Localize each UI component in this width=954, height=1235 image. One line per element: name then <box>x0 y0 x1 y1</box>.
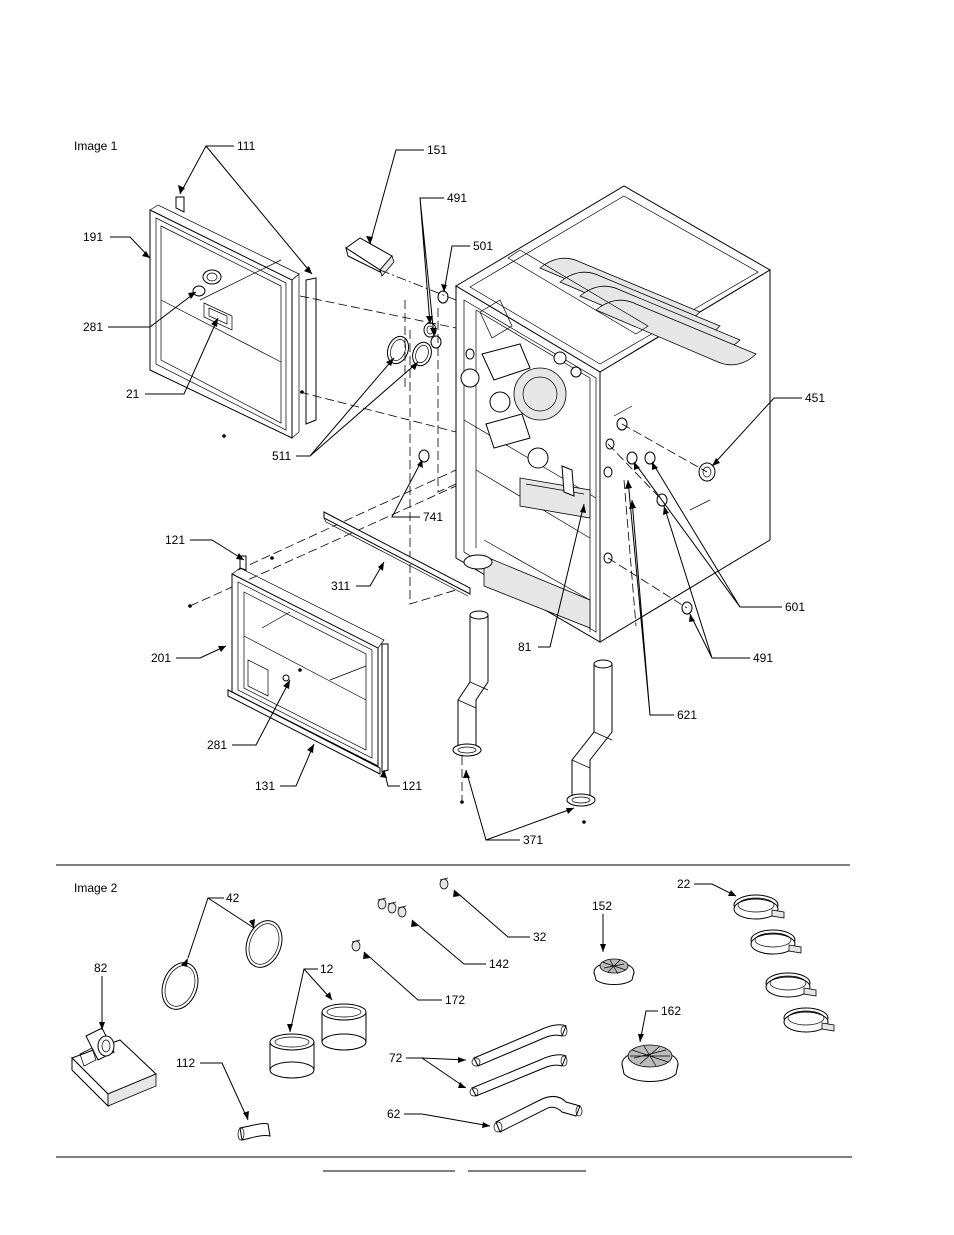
callout-label-112: 112 <box>176 1056 195 1070</box>
callout-label-162: 162 <box>661 1004 681 1018</box>
callout-81: 81 <box>518 503 585 654</box>
callout-label-142: 142 <box>489 957 509 971</box>
callout-491-lower: 491 <box>663 505 773 665</box>
callout-label-62: 62 <box>387 1107 401 1121</box>
callout-label-281-upper: 281 <box>83 320 103 334</box>
part-62-tube <box>493 1095 583 1133</box>
gasket-rings-511 <box>386 335 432 367</box>
callout-label-311: 311 <box>331 579 350 593</box>
leader-arrowheads <box>99 185 736 1128</box>
callout-label-131: 131 <box>255 779 275 793</box>
callout-32: 32 <box>453 889 547 944</box>
callout-label-21: 21 <box>126 387 140 401</box>
callout-281-upper: 281 <box>83 291 197 334</box>
callout-label-72: 72 <box>389 1051 403 1065</box>
callout-501: 501 <box>443 239 493 293</box>
vent-pipe-right <box>566 659 613 824</box>
callout-21: 21 <box>126 317 219 401</box>
callout-label-511: 511 <box>272 449 291 463</box>
callout-22: 22 <box>677 877 737 897</box>
callout-131: 131 <box>255 743 315 793</box>
callout-371: 371 <box>465 769 575 847</box>
part-22-clamps <box>733 894 835 1033</box>
callout-621: 621 <box>627 479 697 722</box>
callout-label-621: 621 <box>677 708 697 722</box>
callout-42: 42 <box>187 891 255 959</box>
callout-451: 451 <box>711 391 825 467</box>
callout-511: 511 <box>272 357 419 463</box>
callout-label-121-upper: 121 <box>165 533 185 547</box>
callout-label-151: 151 <box>427 143 447 157</box>
callout-label-42: 42 <box>226 891 240 905</box>
part-12-couplings <box>269 1003 367 1079</box>
callout-label-191: 191 <box>83 230 103 244</box>
section-title-image-1: Image 1 <box>74 139 118 153</box>
callout-label-491-top: 491 <box>447 191 467 205</box>
callout-191: 191 <box>83 230 151 259</box>
callout-label-601: 601 <box>785 600 805 614</box>
callout-72: 72 <box>389 1051 467 1089</box>
callout-82: 82 <box>94 961 108 1030</box>
callout-label-22: 22 <box>677 877 691 891</box>
callout-201: 201 <box>151 645 227 665</box>
callout-142: 142 <box>411 919 509 971</box>
part-82 <box>71 1027 157 1108</box>
callout-281-lower: 281 <box>207 679 291 752</box>
upper-door <box>149 196 317 439</box>
part-152-screen <box>593 958 635 985</box>
callout-121-lower: 121 <box>383 769 422 793</box>
part-72-tubes <box>469 1024 568 1097</box>
callout-label-501: 501 <box>473 239 493 253</box>
callout-491-top: 491 <box>419 191 467 337</box>
part-162-screen <box>621 1044 679 1082</box>
furnace-cabinet <box>455 185 771 643</box>
callout-151: 151 <box>369 143 447 245</box>
vent-pipe-left <box>452 610 489 804</box>
callout-label-201: 201 <box>151 651 171 665</box>
callout-label-111: 111 <box>237 139 256 153</box>
callout-172: 172 <box>363 951 465 1007</box>
callout-label-121-lower: 121 <box>402 779 422 793</box>
callout-label-172: 172 <box>445 993 465 1007</box>
callout-label-451: 451 <box>805 391 825 405</box>
callout-112: 112 <box>176 1056 249 1121</box>
right-side-grommets <box>607 423 716 627</box>
callout-62: 62 <box>387 1107 491 1127</box>
callout-label-152: 152 <box>592 899 612 913</box>
part-42-rings <box>161 920 283 1010</box>
bracket-311 <box>323 511 471 597</box>
lower-door <box>188 555 389 775</box>
grommets-upper <box>418 290 449 463</box>
callout-111: 111 <box>179 139 313 275</box>
callout-label-32: 32 <box>533 930 547 944</box>
callout-label-81: 81 <box>518 640 532 654</box>
callout-601: 601 <box>633 461 805 614</box>
section-title-image-2: Image 2 <box>74 881 118 895</box>
callout-label-281-lower: 281 <box>207 738 227 752</box>
callout-label-491-lower: 491 <box>753 651 773 665</box>
callout-162: 162 <box>639 1004 681 1043</box>
callout-label-371: 371 <box>523 833 543 847</box>
callout-label-82: 82 <box>94 961 108 975</box>
callout-741: 741 <box>391 459 443 524</box>
part-112-hose <box>237 1123 271 1141</box>
callout-121-upper: 121 <box>165 533 245 561</box>
callout-label-741: 741 <box>423 510 443 524</box>
callout-311: 311 <box>331 561 385 593</box>
callout-label-12: 12 <box>320 962 334 976</box>
small-clips <box>351 877 449 952</box>
